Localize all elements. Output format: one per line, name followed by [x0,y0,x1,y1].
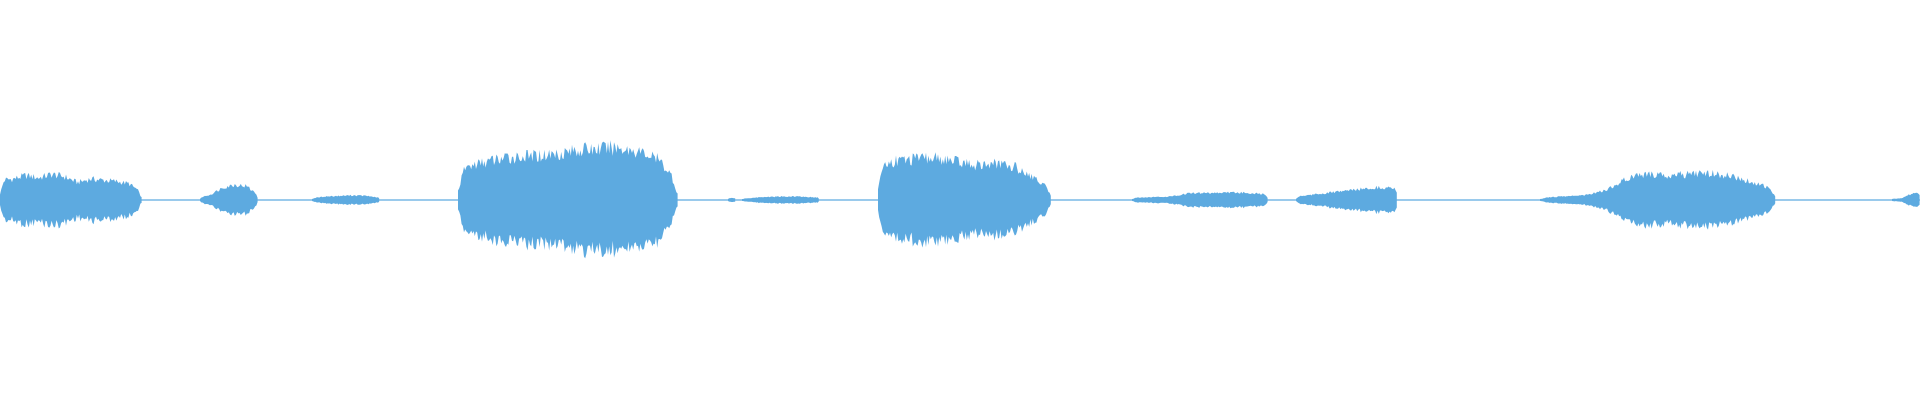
waveform-segment-3 [312,194,380,205]
waveform-segment-2 [200,183,258,216]
waveform-segment-10 [1540,169,1776,230]
waveform-segment-1 [0,172,142,229]
waveform-segment-5 [728,197,736,202]
waveform-segment-11 [1892,192,1920,207]
waveform-segment-4 [458,140,678,259]
waveform-segment-9 [1296,185,1397,215]
waveform-segment-8 [1132,191,1268,209]
waveform-segment-7 [878,152,1051,248]
waveform-segment-6 [742,196,819,204]
waveform-segments [0,140,1920,259]
